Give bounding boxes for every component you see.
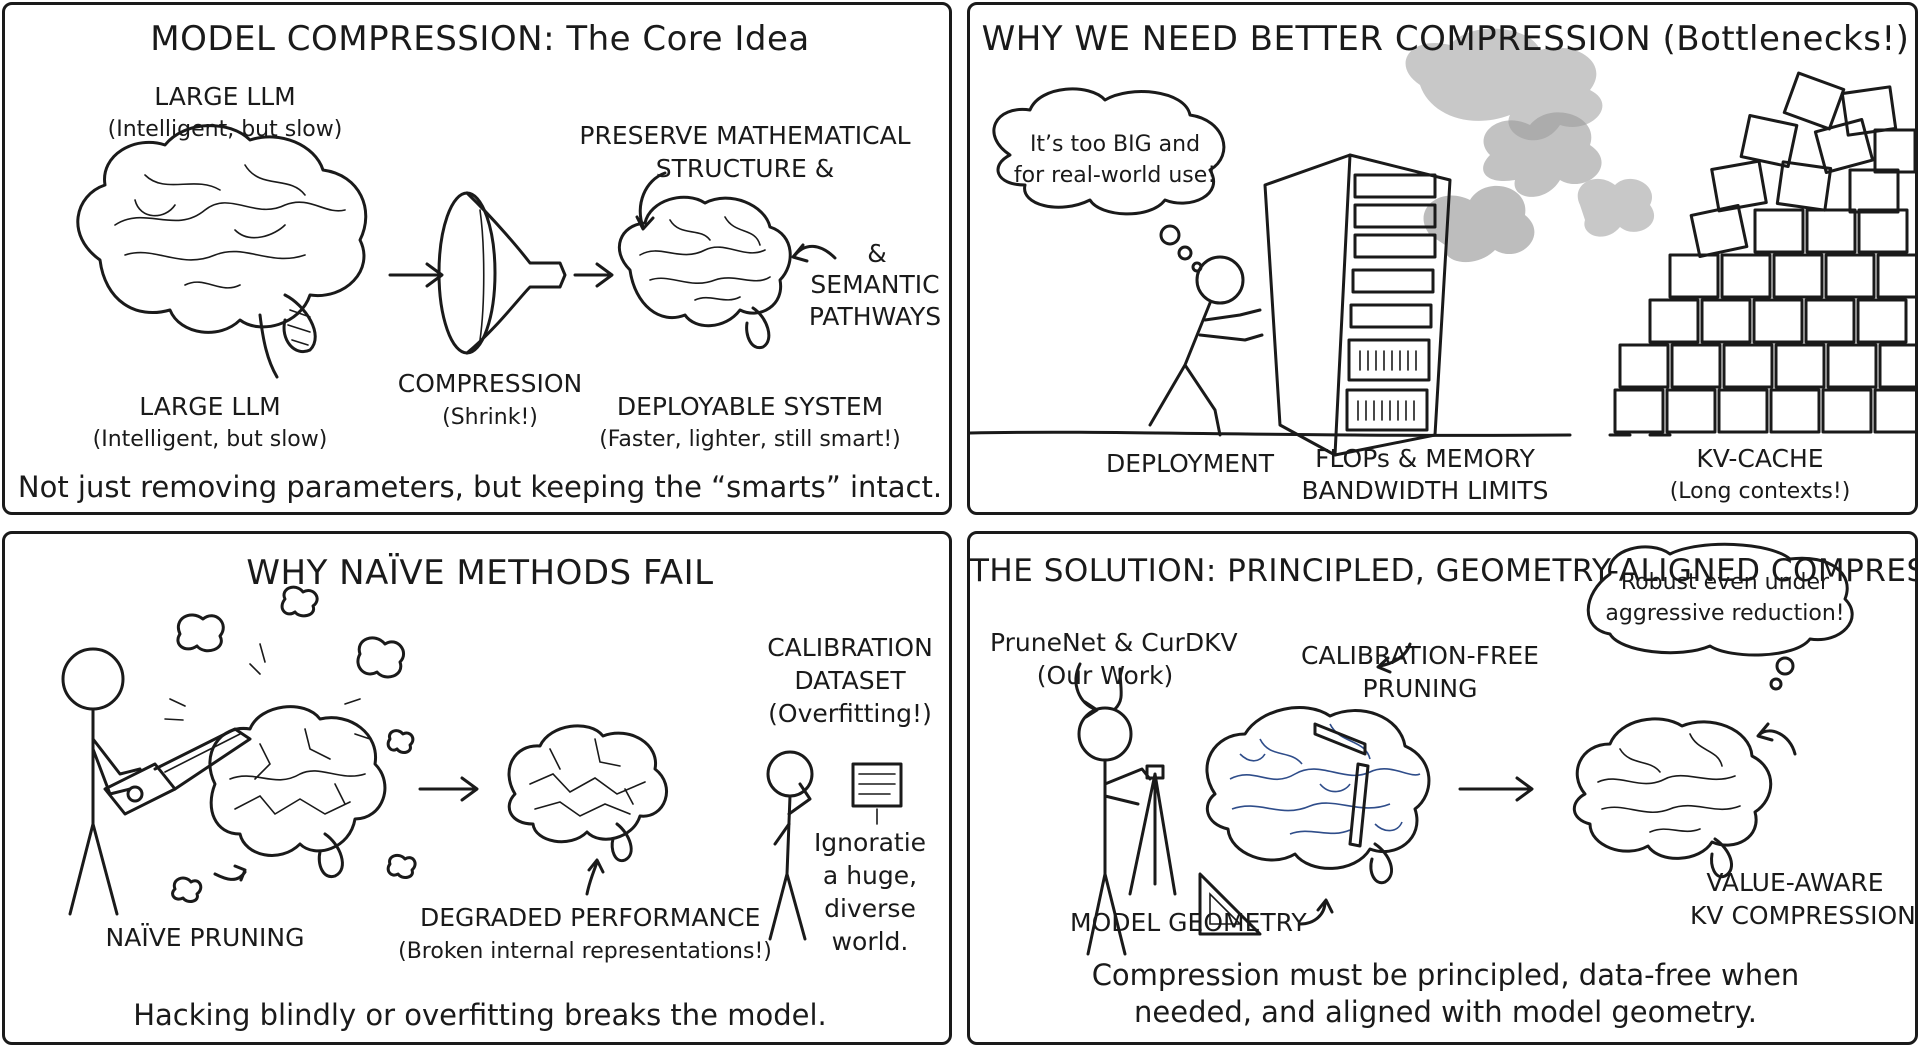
bubble-text-line1: It’s too BIG and (1029, 132, 1201, 157)
panel-title: MODEL COMPRESSION: The Core Idea (150, 19, 810, 59)
geometry-brain-icon (1205, 706, 1431, 885)
panel-naive-methods: WHY NAÏVE METHODS FAIL CALIBRATION DATAS… (2, 531, 952, 1045)
naive-pruning-label: NAÏVE PRUNING (105, 923, 305, 952)
curved-arrow-icon (585, 858, 605, 896)
set-square-icon (1198, 872, 1262, 936)
panel-caption-line2: needed, and aligned with model geometry. (1134, 995, 1757, 1029)
semantic-label: SEMANTIC (810, 270, 940, 299)
ampersand-label: & (867, 239, 887, 268)
panel-bottlenecks: WHY WE NEED BETTER COMPRESSION (Bottlene… (967, 2, 1918, 515)
dataset-card-icon (851, 762, 903, 825)
bubble-text-line2: for real-world use! (1013, 163, 1217, 188)
broken-brain-icon (208, 705, 387, 879)
chainsaw-icon (103, 727, 252, 816)
deployment-label: DEPLOYMENT (1105, 449, 1275, 478)
large-llm-bottom-sublabel: (Intelligent, but slow) (92, 427, 328, 452)
panel-core-idea-drawing (76, 124, 837, 379)
small-brain-icon (617, 195, 792, 350)
panel-caption-line1: Compression must be principled, data-fre… (1091, 958, 1800, 992)
panel-bottlenecks-drawing (970, 28, 1915, 457)
thought-bubble (992, 87, 1226, 273)
smoke-icon (1405, 28, 1655, 263)
flops-label-line1: FLOPs & MEMORY (1315, 444, 1535, 473)
compressed-brain-icon (1572, 717, 1773, 879)
panel-core-idea: MODEL COMPRESSION: The Core Idea LARGE L… (2, 2, 952, 515)
large-llm-sublabel: (Intelligent, but slow) (107, 117, 343, 142)
panel-naive-methods-drawing (61, 585, 903, 941)
curved-arrow-icon (1756, 722, 1797, 756)
value-aware-label-line2: KV COMPRESSION (1690, 901, 1916, 930)
value-aware-label-line1: VALUE-AWARE (1706, 868, 1884, 897)
calibration-label-line2: DATASET (794, 666, 906, 695)
degraded-sublabel: (Broken internal representations!) (398, 939, 772, 964)
robust-text-line2: aggressive reduction! (1605, 601, 1845, 626)
deployable-sublabel: (Faster, lighter, still smart!) (599, 427, 901, 452)
curved-arrow-icon (1074, 662, 1099, 719)
ignore-text-line1: Ignoratie (813, 828, 927, 857)
kv-cache-label: KV-CACHE (1696, 444, 1824, 473)
arrow-icon (388, 262, 444, 288)
panel-solution-drawing (1074, 542, 1854, 956)
panel-title: THE SOLUTION: PRINCIPLED, GEOMETRY-ALIGN… (970, 553, 1918, 589)
arrow-icon (1458, 776, 1534, 802)
preserve-label: PRESERVE MATHEMATICAL (579, 121, 911, 150)
stick-figure-icon (1077, 667, 1152, 956)
debris-icon (164, 585, 417, 903)
arrow-icon (418, 776, 479, 802)
ground-line (970, 430, 1672, 437)
calibration-label-line3: (Overfitting!) (768, 699, 932, 728)
stick-figure-icon (61, 647, 142, 916)
ignore-text-line4: world. (831, 927, 909, 956)
degraded-brain-icon (507, 724, 668, 863)
stick-figure-icon (1148, 255, 1264, 437)
kv-cache-sublabel: (Long contexts!) (1669, 479, 1851, 504)
calibration-free-label-line2: PRUNING (1362, 674, 1478, 703)
kv-cache-boxes-icon (1613, 71, 1915, 434)
thought-bubble (1586, 542, 1854, 691)
curved-arrow-icon (1298, 898, 1334, 926)
curved-arrow-icon (791, 243, 837, 263)
our-work-label: (Our Work) (1036, 661, 1174, 690)
arrow-icon (573, 262, 614, 288)
server-rack-icon (1263, 153, 1452, 457)
panel-title: WHY NAÏVE METHODS FAIL (246, 553, 714, 593)
panel-solution: THE SOLUTION: PRINCIPLED, GEOMETRY-ALIGN… (967, 531, 1918, 1045)
compression-sublabel: (Shrink!) (442, 405, 538, 430)
degraded-label: DEGRADED PERFORMANCE (420, 903, 761, 932)
compass-icon (1128, 764, 1177, 896)
compression-label: COMPRESSION (397, 369, 583, 398)
curved-arrow-icon (635, 171, 667, 231)
prunenet-label: PruneNet & CurDKV (990, 628, 1238, 657)
curved-arrow-icon (1376, 642, 1412, 674)
ignore-text-line2: a huge, (822, 861, 918, 890)
calibration-label-line1: CALIBRATION (767, 633, 933, 662)
model-geometry-label: MODEL GEOMETRY (1070, 908, 1307, 937)
flops-label-line2: BANDWIDTH LIMITS (1301, 476, 1549, 505)
robust-text-line1: Robust even under (1620, 570, 1830, 595)
structure-label: STRUCTURE & (655, 154, 835, 183)
curved-arrow-icon (213, 864, 247, 882)
large-llm-bottom-label: LARGE LLM (139, 392, 281, 421)
deployable-label: DEPLOYABLE SYSTEM (616, 392, 884, 421)
large-llm-label: LARGE LLM (154, 82, 296, 111)
funnel-icon (437, 191, 567, 355)
calibration-free-label-line1: CALIBRATION-FREE (1301, 641, 1539, 670)
thinking-figure-icon (766, 750, 814, 941)
panel-caption: Hacking blindly or overfitting breaks th… (133, 998, 827, 1032)
panel-caption: Not just removing parameters, but keepin… (17, 470, 943, 504)
panel-title: WHY WE NEED BETTER COMPRESSION (Bottlene… (981, 19, 1910, 59)
ignore-text-line3: diverse (824, 894, 916, 923)
pathways-label: PATHWAYS (808, 302, 942, 331)
large-brain-icon (76, 124, 368, 379)
